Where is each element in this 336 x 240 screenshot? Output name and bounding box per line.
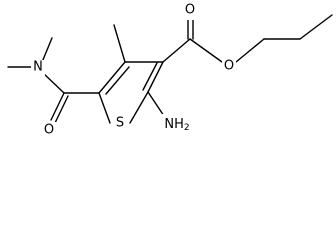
bond-amide-co-a: [50, 92, 65, 121]
atom-o-amide-carbonyl: O: [44, 123, 54, 138]
atom-nh2-subscript: 2: [184, 123, 190, 133]
atom-o-ester: O: [224, 59, 234, 74]
bond-amide-co-b: [54, 95, 69, 124]
atom-bg-n: [31, 60, 45, 76]
bond-c2-nh2: [147, 91, 165, 117]
atom-bg-o-ester: [222, 57, 236, 73]
bond-ring-c2-c3: [147, 61, 164, 93]
bond-ring-c4-c5-inner: [105, 66, 130, 95]
atom-nh2-main: NH: [164, 117, 184, 132]
molecule-structure: N O S NH2 O O: [7, 3, 333, 138]
bond-ch2-ch3: [299, 14, 333, 40]
atom-n-amide: N: [33, 60, 43, 75]
bond-n-carbonyl: [41, 71, 65, 94]
bond-ring-c5-s: [98, 92, 111, 124]
bond-ring-s-c2: [129, 91, 149, 124]
atom-bg-s: [112, 116, 128, 132]
bond-c3-ester-c: [162, 38, 191, 63]
atom-s-ring: S: [116, 116, 124, 131]
bond-o-ch2: [235, 38, 265, 63]
bond-ring-c2-c3-inner: [142, 62, 158, 91]
bond-ester-c-o: [189, 38, 223, 63]
bond-ring-c4-c5: [98, 61, 126, 94]
atom-bg-nh2: [158, 114, 192, 134]
atom-bg-o-amide: [43, 122, 57, 138]
bond-methyl: [113, 24, 126, 63]
atom-bg-o-ester-carbonyl: [183, 4, 197, 20]
atom-o-ester-carbonyl: O: [185, 3, 195, 18]
atom-nh2: NH2: [164, 117, 189, 134]
